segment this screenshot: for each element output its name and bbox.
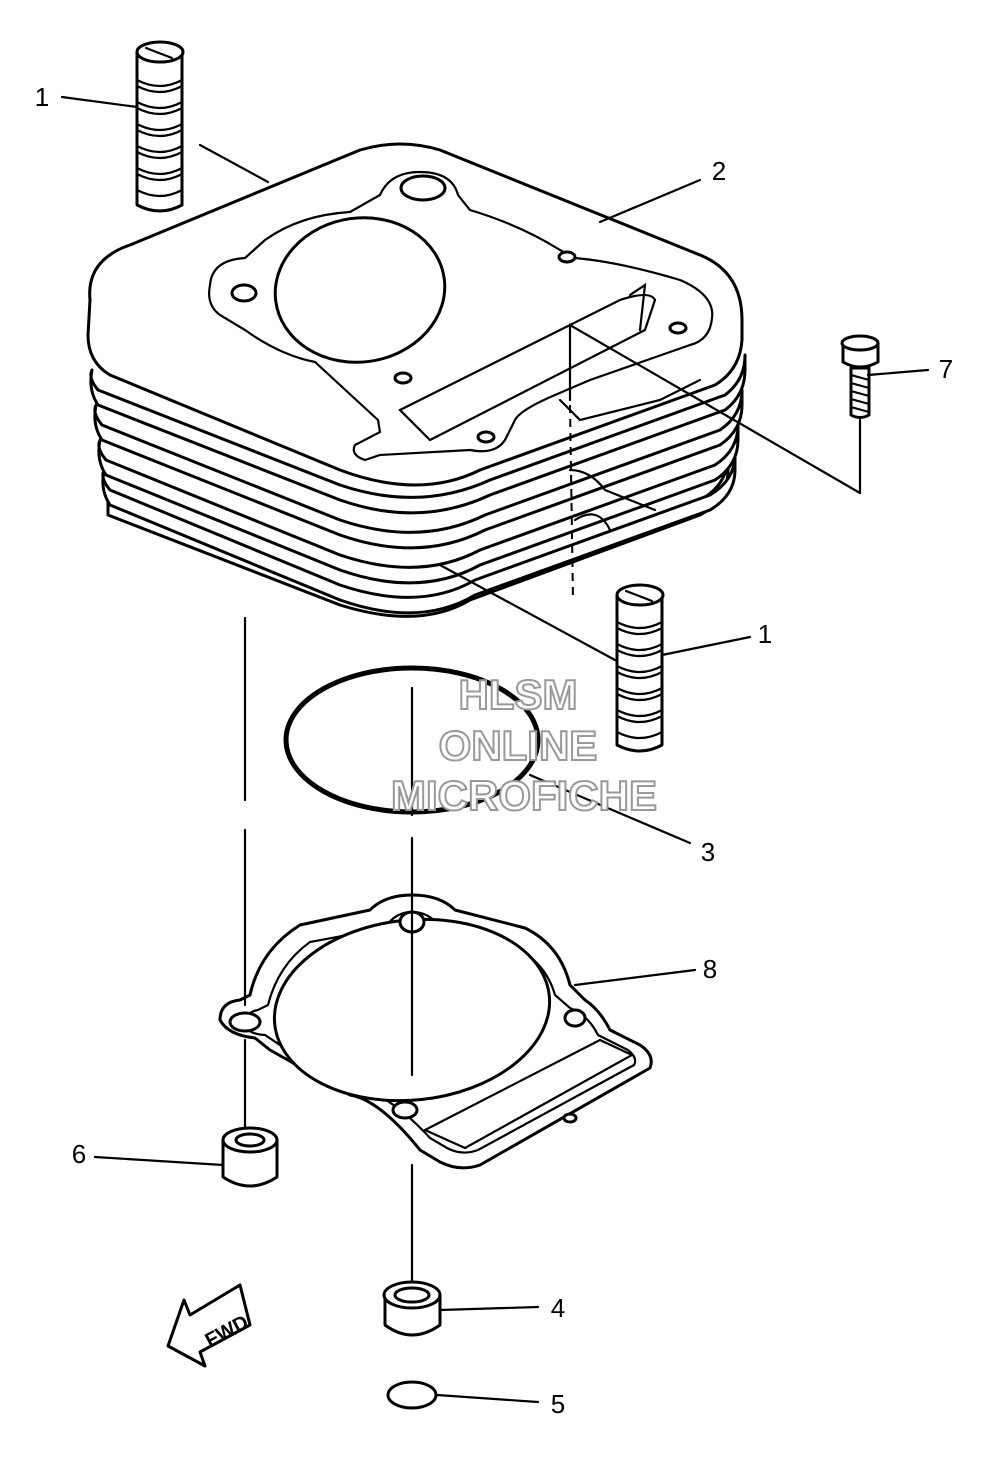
callout-5: 5 [551, 1389, 565, 1419]
callout-1-top: 1 [35, 82, 49, 112]
leader-lines [60, 95, 930, 1404]
o-ring-5 [386, 1380, 438, 1410]
collar-4 [382, 1280, 442, 1337]
forward-arrow: FWD [166, 1283, 252, 1368]
cylinder-block [86, 142, 747, 618]
callout-3: 3 [701, 837, 715, 867]
callout-7: 7 [939, 354, 953, 384]
callouts: 1 2 7 1 3 8 6 4 5 [35, 82, 953, 1419]
assembly-lines [243, 323, 862, 1284]
watermark-line-2: ONLINE [439, 722, 598, 769]
bolt-7 [840, 334, 880, 419]
watermark: HLSM ONLINE MICROFICHE [390, 670, 658, 820]
collar-6 [221, 1126, 279, 1188]
dowel-pin-mid [615, 583, 665, 753]
callout-6: 6 [72, 1139, 86, 1169]
callout-1-mid: 1 [758, 619, 772, 649]
callout-2: 2 [712, 156, 726, 186]
dowel-pin-top [135, 40, 185, 213]
callout-8: 8 [703, 954, 717, 984]
watermark-line-1: HLSM [459, 671, 578, 718]
cylinder-gasket-8 [218, 893, 653, 1170]
callout-4: 4 [551, 1293, 565, 1323]
watermark-line-3: MICROFICHE [391, 772, 657, 819]
